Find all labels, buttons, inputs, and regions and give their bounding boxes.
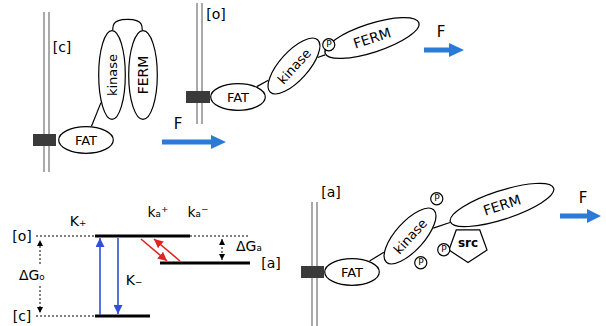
kinase-domain: kinase: [375, 199, 445, 273]
level-label: [o]: [12, 229, 32, 243]
domain-linker: [257, 80, 269, 86]
ellipse-shape: [260, 30, 328, 102]
domain-linker: [113, 19, 142, 30]
rate-label: kₐ⁻: [188, 205, 209, 219]
level-label: [a]: [261, 256, 281, 270]
node-text: P: [418, 258, 423, 267]
ellipse-shape: [446, 175, 558, 236]
node-text: FAT: [227, 91, 249, 104]
fat-domain: FAT: [210, 83, 266, 111]
force-arrow: [560, 209, 601, 223]
phospho-site: P: [414, 256, 428, 270]
domain-linker: [370, 252, 384, 261]
force-label: F: [174, 117, 183, 132]
ellipse-shape: [376, 200, 444, 272]
phospho-site: P: [430, 192, 444, 206]
kinase-domain: kinase: [259, 29, 329, 103]
state-label: [c]: [53, 40, 72, 54]
membrane: [301, 202, 324, 326]
membrane: [186, 3, 210, 124]
src-kinase: src: [447, 224, 489, 262]
ellipse-shape: [321, 9, 424, 67]
node-text: FAT: [341, 266, 363, 279]
level-label: [c]: [13, 309, 32, 323]
node-text: src: [458, 237, 478, 249]
phospho-site: P: [437, 243, 451, 257]
ferm-domain: FERM: [445, 174, 559, 237]
kinase-domain: kinase: [98, 30, 126, 120]
rate-label: K₊: [70, 214, 87, 228]
energy-diagram: [36, 236, 250, 316]
node-text: FERM: [136, 56, 150, 95]
domain-linker: [318, 55, 326, 58]
circle-shape: [438, 244, 450, 256]
circle-shape: [323, 39, 335, 51]
phospho-site: P: [322, 38, 336, 52]
domain-linker: [91, 103, 100, 127]
force-label: F: [437, 25, 446, 40]
pentagon-shape: [449, 230, 487, 263]
membrane: [33, 12, 56, 172]
energy-gap-label: ΔGₒ: [19, 268, 45, 282]
node-text: kinase: [106, 54, 119, 96]
ellipse-shape: [325, 259, 380, 286]
fat-domain: FAT: [58, 126, 114, 154]
energy-gap-label: ΔGₐ: [236, 239, 262, 253]
force-arrow: [424, 43, 464, 57]
force-label: F: [579, 191, 588, 206]
ferm-domain: FERM: [128, 30, 158, 120]
state-label: [o]: [206, 7, 226, 21]
node-text: P: [441, 245, 446, 254]
node-text: P: [434, 194, 439, 203]
ellipse-shape: [59, 127, 114, 154]
ferm-domain: FERM: [320, 8, 424, 67]
node-text: P: [326, 40, 331, 49]
domain-linker: [433, 223, 450, 229]
ellipse-shape: [99, 31, 126, 120]
node-text: FAT: [75, 134, 97, 147]
force-arrow: [162, 135, 226, 149]
circle-shape: [431, 193, 443, 205]
rate-label: kₐ⁺: [148, 205, 169, 219]
fat-domain: FAT: [324, 258, 380, 286]
circle-shape: [415, 257, 427, 269]
rate-label: K₋: [126, 273, 143, 287]
ellipse-shape: [129, 31, 158, 120]
ellipse-shape: [211, 84, 266, 111]
state-label: [a]: [321, 185, 341, 199]
